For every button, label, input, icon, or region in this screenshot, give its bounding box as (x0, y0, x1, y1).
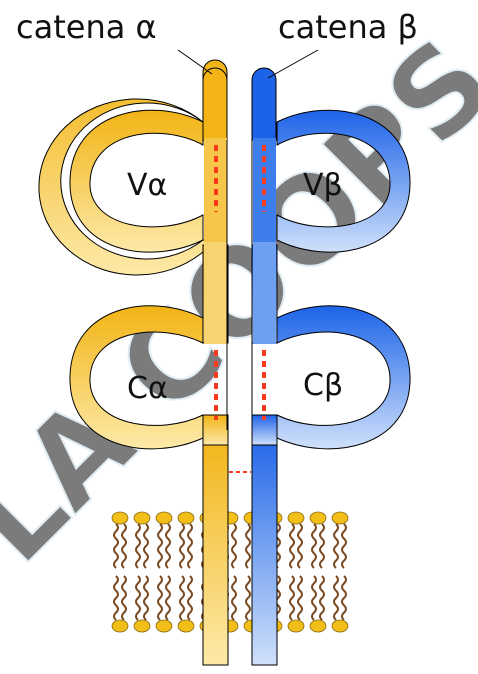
lipid-head (331, 619, 349, 633)
lipid-head (133, 511, 151, 525)
lipid-tail (245, 523, 251, 569)
lipid-tail (333, 523, 339, 569)
alpha-v-stem (202, 67, 228, 141)
alpha-inner-fill-2 (204, 242, 227, 344)
lipid-tail (231, 575, 237, 621)
lipid-tail (113, 575, 119, 621)
v-beta-label: Vβ (303, 168, 343, 203)
lipid-tail (311, 575, 317, 621)
lipid-tail (289, 523, 295, 569)
lipid-tail (319, 575, 325, 621)
lipid-tail (113, 523, 119, 569)
beta-c-domain-ring (276, 305, 411, 450)
lipid-head (111, 511, 129, 525)
lipid-tail (121, 575, 127, 621)
lipid-tail (121, 523, 127, 569)
beta-inner-fill-2 (253, 242, 276, 344)
lipid-tail (333, 575, 339, 621)
beta-v-stem (251, 67, 277, 141)
lipid-tail (341, 575, 347, 621)
c-beta-label: Cβ (303, 368, 343, 403)
lipid-tail (165, 575, 171, 621)
lipid-tail (187, 523, 193, 569)
lipid-tail (341, 523, 347, 569)
chain-alpha-label: catena α (16, 8, 157, 46)
alpha-v-domain-ring (69, 109, 204, 253)
alpha-transmembrane-tail (202, 429, 229, 666)
lipid-tail (319, 523, 325, 569)
lipid-tail (179, 523, 185, 569)
lipid-tail (135, 523, 141, 569)
lipid-tail (143, 575, 149, 621)
alpha-v-domain (38, 59, 228, 276)
chain-beta-label: catena β (278, 8, 418, 46)
lipid-tail (143, 523, 149, 569)
lipid-head (177, 619, 195, 633)
lipid-tail (245, 575, 251, 621)
lipid-tail (297, 523, 303, 569)
beta-v-domain-ring (276, 109, 411, 253)
lipid-head (111, 619, 129, 633)
c-alpha-label: Cα (127, 371, 168, 406)
lipid-head (155, 511, 173, 525)
lipid-tail (179, 575, 185, 621)
beta-transmembrane-tail (251, 429, 278, 666)
lipid-tail (275, 575, 281, 621)
lipid-tail (135, 575, 141, 621)
lipid-tail (165, 523, 171, 569)
lipid-tail (275, 523, 281, 569)
lipid-tail (231, 523, 237, 569)
lipid-bilayer (111, 511, 349, 633)
lipid-tail (297, 575, 303, 621)
lipid-head (155, 619, 173, 633)
disulfide-bonds (214, 145, 266, 420)
lipid-tail (157, 523, 163, 569)
lipid-head (287, 619, 305, 633)
lipid-head (331, 511, 349, 525)
watermark: LA COOPS (0, 12, 478, 591)
lipid-head (309, 511, 327, 525)
lipid-tail (157, 575, 163, 621)
alpha-junction (202, 414, 229, 446)
lipid-tail (187, 575, 193, 621)
watermark-text: LA COOPS (0, 13, 478, 590)
lipid-tail (311, 523, 317, 569)
lipid-head (133, 619, 151, 633)
lipid-head (309, 619, 327, 633)
chain-beta-leader (267, 49, 319, 79)
lipid-head (287, 511, 305, 525)
chain-alpha-leader (177, 49, 213, 75)
lipid-tail (289, 575, 295, 621)
v-alpha-label: Vα (127, 168, 167, 203)
lipid-head (177, 511, 195, 525)
